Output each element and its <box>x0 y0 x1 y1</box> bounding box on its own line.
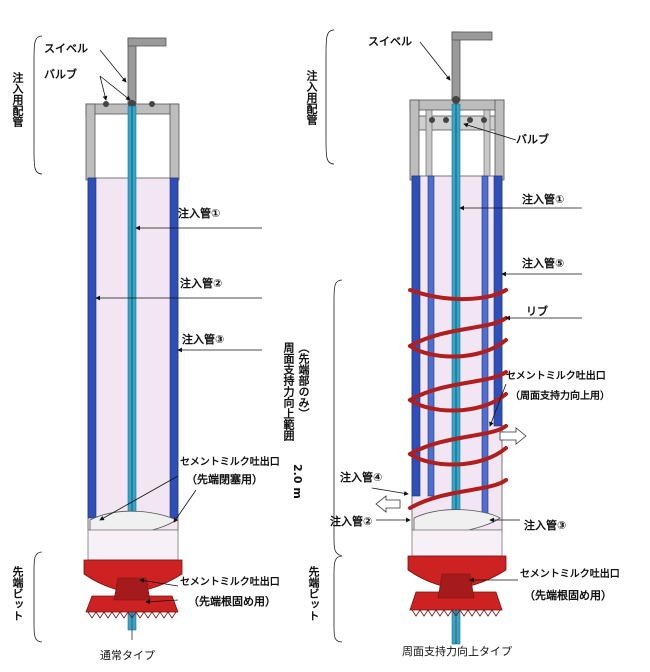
right-injection-side-label: 注入用配管 <box>305 70 318 125</box>
left-outlet-note: （先端閉塞用） <box>186 473 263 486</box>
right-outlet-note: （周面支持力向上用） <box>510 391 610 402</box>
right-pipe5-label: 注入管⑤ <box>522 257 565 270</box>
left-valve-label: バルブ <box>44 68 77 81</box>
left-pile <box>83 37 183 640</box>
right-outlet2-label: セメントミルク吐出口 <box>520 569 620 580</box>
left-injection-side-label: 注入用配管 <box>11 72 24 127</box>
right-leaders <box>371 41 582 583</box>
right-pipe4-label: 注入管④ <box>340 471 383 484</box>
left-brackets <box>33 35 43 643</box>
right-outlet2-note: （先端根固め用） <box>524 589 612 602</box>
left-pipe1-label: 注入管① <box>178 207 221 220</box>
right-range-side-label: 周面支持力向上範囲 <box>282 342 295 441</box>
left-outlet2-label: セメントミルク吐出口 <box>180 577 280 588</box>
left-outlet2-note: （先端根固め用） <box>188 595 276 608</box>
right-valve-label: バルブ <box>516 133 549 146</box>
right-pipe3-label: 注入管③ <box>524 519 567 532</box>
right-pile <box>375 31 527 645</box>
right-brackets <box>325 29 343 643</box>
left-tip-side-label: 先端ビット <box>11 566 24 621</box>
left-caption: 通常タイプ <box>100 649 155 662</box>
right-dim-label: 2.0 m <box>291 464 304 499</box>
left-leaders <box>95 49 262 605</box>
left-pipe3-label: 注入管③ <box>182 333 225 346</box>
left-pipe2-label: 注入管② <box>180 277 223 290</box>
right-pipe1-label: 注入管① <box>522 193 565 206</box>
right-range-side-note: （先端部のみ） <box>297 342 310 419</box>
right-outlet-label: セメントミルク吐出口 <box>506 371 606 382</box>
left-swivel-label: スイベル <box>44 42 88 55</box>
right-tip-side-label: 先端ビット <box>307 566 320 621</box>
right-caption: 周面支持力向上タイプ <box>402 645 512 658</box>
left-outlet-label: セメントミルク吐出口 <box>180 457 280 468</box>
right-swivel-label: スイベル <box>368 35 412 48</box>
right-pipe2-label: 注入管② <box>330 515 373 528</box>
right-rib-label: リブ <box>526 305 548 318</box>
